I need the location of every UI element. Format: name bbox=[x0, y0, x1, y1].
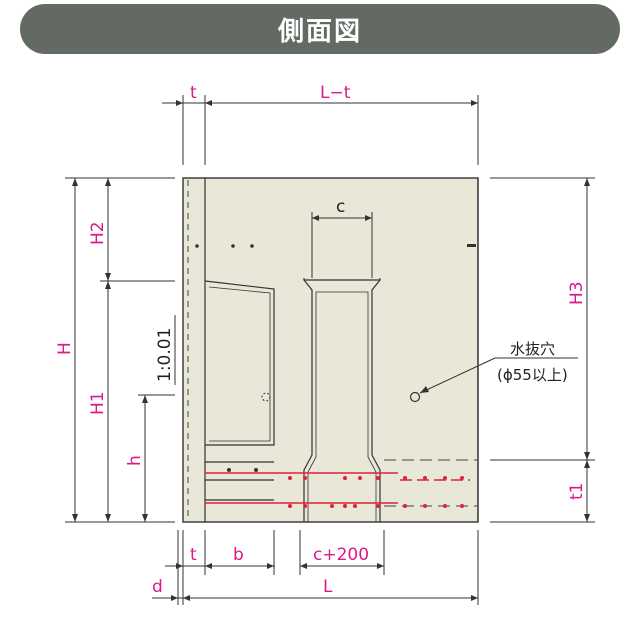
left-opening bbox=[204, 280, 275, 501]
dim-c: c bbox=[336, 197, 345, 217]
dim-b: b bbox=[233, 545, 244, 565]
dim-d: d bbox=[152, 577, 163, 597]
dim-h3: H3 bbox=[567, 281, 587, 305]
drain-spec: (ϕ55以上) bbox=[497, 366, 568, 384]
dimension-lines bbox=[65, 95, 595, 605]
concrete-body bbox=[182, 177, 479, 523]
rebar-lines bbox=[205, 472, 470, 504]
rebar-dots bbox=[288, 476, 464, 508]
dim-t-bottom: t bbox=[190, 545, 197, 565]
dim-l: L bbox=[323, 577, 333, 597]
small-holes bbox=[195, 244, 476, 472]
dim-t-top: t bbox=[190, 83, 197, 103]
dimension-arrows bbox=[72, 100, 590, 601]
dim-l-minus-t: L−t bbox=[320, 83, 351, 103]
drain-hole-icon bbox=[409, 391, 421, 403]
dim-h2: H2 bbox=[88, 221, 108, 245]
lifting-hole-icon bbox=[261, 392, 271, 402]
dim-h: H bbox=[55, 342, 75, 355]
dim-slope: 1:0.01 bbox=[155, 328, 175, 382]
dim-h-small: h bbox=[125, 455, 145, 466]
dim-c200: c+200 bbox=[313, 545, 369, 565]
drain-label: 水抜穴 bbox=[510, 340, 555, 358]
page-title: 側面図 bbox=[20, 4, 620, 54]
dim-t1: t1 bbox=[567, 483, 587, 500]
dim-h1: H1 bbox=[88, 391, 108, 415]
